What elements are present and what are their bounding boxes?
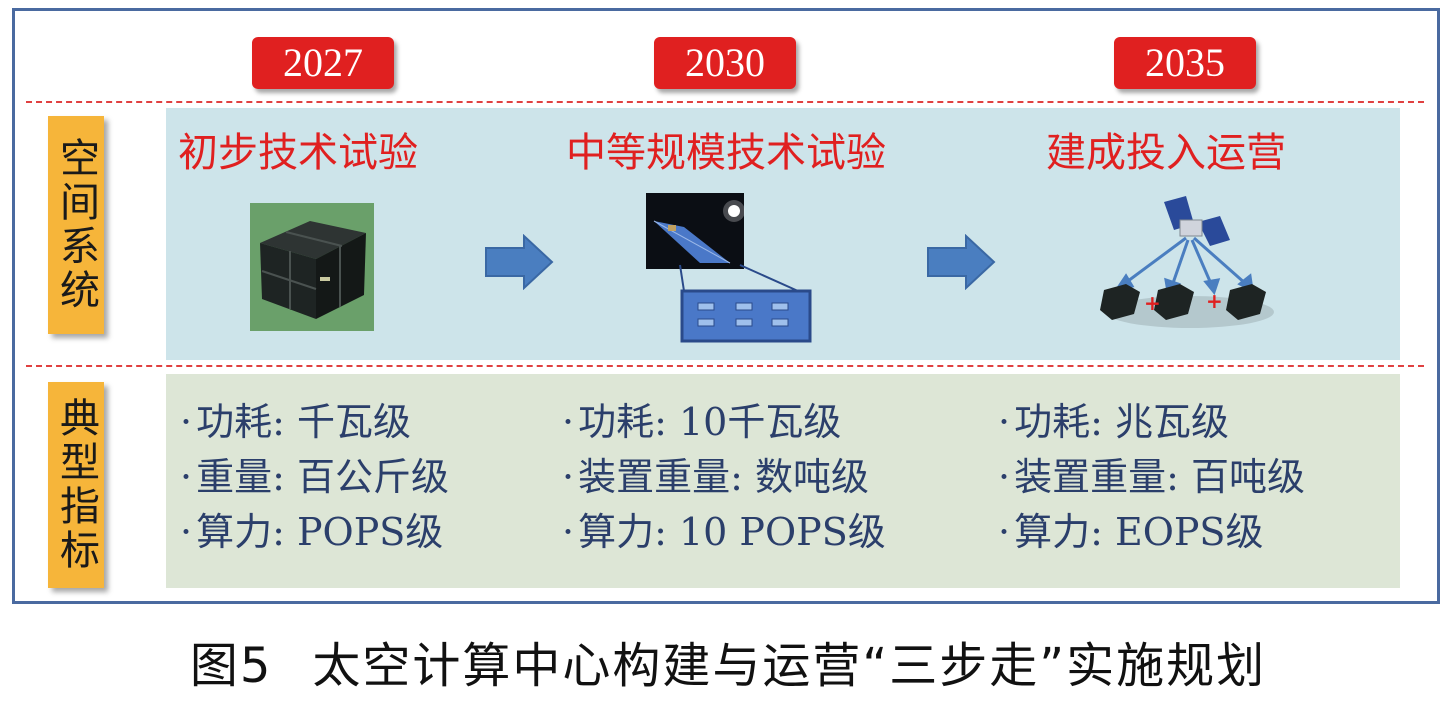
figure-title: 太空计算中心构建与运营“三步走”实施规划 (312, 638, 1267, 694)
metric-compute: 算力: POPS级 (180, 505, 449, 560)
figure-caption: 图5 太空计算中心构建与运营“三步走”实施规划 (0, 626, 1456, 696)
metric-weight: 装置重量: 百吨级 (998, 450, 1305, 505)
metrics-2027: 功耗: 千瓦级 重量: 百公斤级 算力: POPS级 (180, 395, 449, 560)
year-badge-2035: 2035 (1114, 37, 1256, 89)
metrics-2035: 功耗: 兆瓦级 装置重量: 百吨级 算力: EOPS级 (998, 395, 1305, 560)
row-label-typical-metrics: 典型指标 (48, 382, 104, 588)
metric-power: 功耗: 10千瓦级 (562, 395, 886, 450)
row-label-space-system: 空间系统 (48, 116, 104, 334)
metric-weight: 装置重量: 数吨级 (562, 450, 886, 505)
metric-power: 功耗: 千瓦级 (180, 395, 449, 450)
dashed-divider-top (26, 101, 1424, 103)
svg-text:+: + (1144, 291, 1161, 315)
metrics-2030: 功耗: 10千瓦级 装置重量: 数吨级 算力: 10 POPS级 (562, 395, 886, 560)
metric-compute: 算力: EOPS级 (998, 505, 1305, 560)
metric-power: 功耗: 兆瓦级 (998, 395, 1305, 450)
metric-compute: 算力: 10 POPS级 (562, 505, 886, 560)
satellite-constellation-image: + + (1100, 196, 1274, 328)
server-rack-icon (682, 291, 810, 341)
figure-number: 图5 (189, 638, 273, 694)
arrow-right-icon (485, 234, 554, 290)
arrow-right-icon (927, 234, 996, 290)
year-badge-2030: 2030 (654, 37, 796, 89)
metric-weight: 重量: 百公斤级 (180, 450, 449, 505)
cubesat-image (250, 203, 374, 331)
satellite-in-orbit-image (646, 193, 812, 343)
year-badge-2027: 2027 (252, 37, 394, 89)
stage-title-3: 建成投入运营 (1046, 130, 1286, 176)
svg-text:+: + (1206, 289, 1223, 313)
stage-title-2: 中等规模技术试验 (566, 130, 886, 176)
dashed-divider-middle (26, 365, 1424, 367)
stage-title-1: 初步技术试验 (178, 130, 418, 176)
